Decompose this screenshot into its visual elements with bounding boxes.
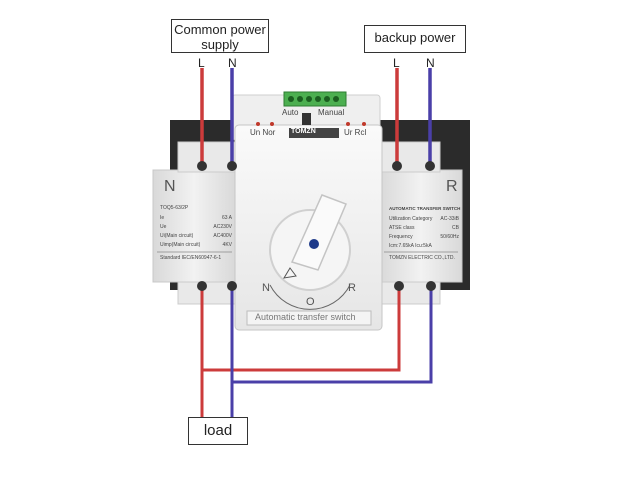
- spec-left-value: 4KV: [222, 242, 232, 248]
- spec-left-value: AC400V: [213, 233, 232, 239]
- front-label-plate: [246, 310, 372, 326]
- spec-right-key: Frequency: [389, 234, 413, 240]
- model-label: TOQ5-63/2P: [160, 205, 189, 211]
- indicator-ur: [346, 122, 350, 126]
- indicator-left-label: Un Nor: [250, 128, 276, 137]
- spec-right-key: Utilization Category: [389, 216, 433, 222]
- load-box: load: [188, 417, 248, 445]
- indicator-un: [256, 122, 260, 126]
- terminal-screws: [197, 161, 436, 291]
- backup-power-box: backup power: [364, 25, 466, 53]
- brand-plate: [289, 128, 339, 138]
- mode-manual-label: Manual: [318, 108, 345, 117]
- indicator-nor: [270, 122, 274, 126]
- spec-left-key: Ie: [160, 215, 165, 221]
- spec-right-key: Icm:7.65kA Icu:5kA: [389, 243, 432, 249]
- common-l-label: L: [198, 56, 205, 70]
- spec-right-value: AC-33iB: [440, 216, 459, 222]
- backup-power-label: backup power: [374, 30, 456, 45]
- spec-left-key: Ui(Main circuit): [160, 233, 194, 239]
- spec-right-key: ATSE class: [389, 225, 415, 231]
- maker-label: TOMZN ELECTRIC CO.,LTD.: [389, 255, 455, 261]
- rotary-handle: [269, 194, 351, 310]
- brand-label: TOMZN: [291, 128, 316, 135]
- left-module-letter: N: [164, 178, 176, 195]
- spec-left-key: Ue: [160, 224, 167, 230]
- common-power-supply-box: Common power supply: [171, 19, 269, 53]
- left-spec-table: Ie 63 A Ue AC230V Ui(Main circuit) AC400…: [160, 214, 232, 250]
- common-power-supply-label: Common power supply: [174, 22, 266, 52]
- spec-right-value: CB: [452, 225, 459, 231]
- spec-left-value: 63 A: [221, 215, 232, 221]
- dial-o-label: O: [306, 296, 315, 308]
- mode-auto-label: Auto: [282, 108, 299, 117]
- right-spec-table: Utilization Category AC-33iB ATSE class …: [389, 215, 459, 251]
- spec-left-value: AC230V: [213, 224, 232, 230]
- spec-right-value: 50/60Hz: [440, 234, 459, 240]
- dial-r-label: R: [348, 282, 356, 294]
- spec-left-key: Uimp(Main circuit): [160, 242, 201, 248]
- indicator-rcl: [362, 122, 366, 126]
- wiring: [200, 68, 433, 418]
- backup-n-label: N: [426, 56, 435, 70]
- right-spec-title: AUTOMATIC TRANSFER SWITCH: [389, 206, 461, 211]
- green-terminal-block: [283, 91, 347, 107]
- common-n-label: N: [228, 56, 237, 70]
- dial-n-label: N: [262, 282, 270, 294]
- standard-label: Standard IEC/EN60947-6-1: [160, 255, 222, 261]
- load-label: load: [203, 422, 233, 439]
- right-module-letter: R: [446, 178, 458, 195]
- mode-slider: [302, 113, 311, 125]
- backup-l-label: L: [393, 56, 400, 70]
- front-plate-label: Automatic transfer switch: [255, 312, 356, 322]
- indicator-right-label: Ur Rcl: [344, 128, 367, 137]
